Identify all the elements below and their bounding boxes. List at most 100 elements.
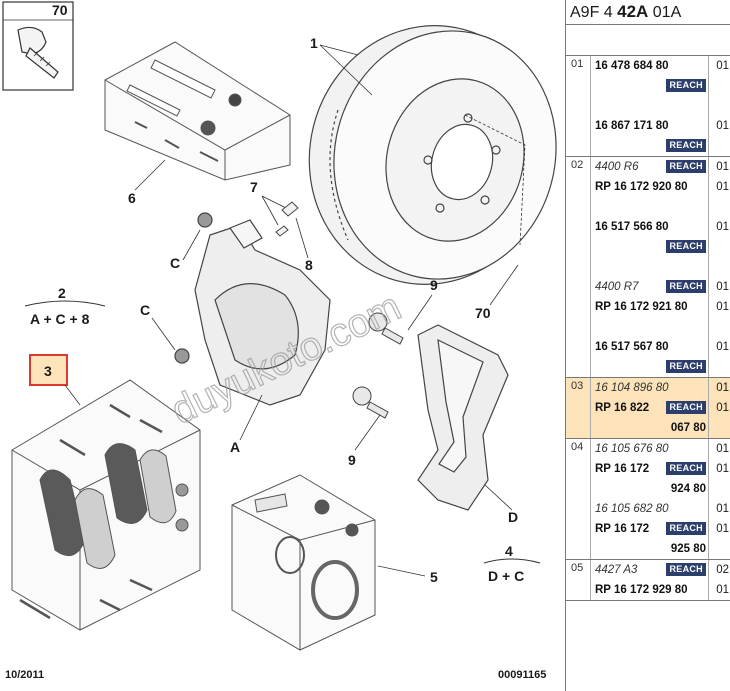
header-prefix: A9F 4 xyxy=(570,4,613,21)
part-row[interactable]: 924 80 xyxy=(591,479,708,499)
part-reference: 925 80 xyxy=(670,543,706,555)
part-row xyxy=(591,317,708,337)
header-suffix: 01A xyxy=(652,4,682,21)
reach-badge: REACH xyxy=(666,462,706,475)
part-quantity: 01 xyxy=(716,503,729,515)
part-reference: 4400 R7 xyxy=(595,281,639,293)
part-quantity: 01 xyxy=(716,443,729,455)
part-quantity: 01 xyxy=(716,181,729,193)
part-quantity: 01 xyxy=(716,221,729,233)
part-quantity: 01 xyxy=(716,120,729,132)
part-reference: 4400 R6 xyxy=(595,161,639,173)
bolts-9 xyxy=(352,312,404,419)
label-7: 7 xyxy=(250,179,258,195)
reach-badge: REACH xyxy=(666,522,706,535)
part-row: REACH xyxy=(591,136,708,156)
part-row: REACH xyxy=(591,76,708,96)
part-quantity: 01 xyxy=(716,382,729,394)
part-quantity: 01 xyxy=(716,161,729,173)
part-row[interactable]: RP 16 172 920 80 01 xyxy=(591,177,729,197)
part-quantity: 01 xyxy=(716,281,729,293)
group-number: 05 xyxy=(571,562,584,574)
label-2: 2 xyxy=(58,285,66,301)
part-reference: RP 16 172 xyxy=(595,523,650,535)
part-row xyxy=(591,257,708,277)
part-reference: RP 16 172 921 80 xyxy=(595,301,688,313)
label-9-bottom: 9 xyxy=(348,452,356,468)
label-c-1: C xyxy=(170,255,180,271)
part-quantity: 01 xyxy=(716,402,729,414)
part-reference: 067 80 xyxy=(670,422,706,434)
group-number: 04 xyxy=(571,441,584,453)
part-row xyxy=(591,197,708,217)
label-6: 6 xyxy=(128,190,136,206)
group-number: 03 xyxy=(571,380,584,392)
part-reference: 16 517 566 80 xyxy=(595,221,669,233)
part-reference: 4427 A3 xyxy=(595,564,638,576)
part-quantity: 01 xyxy=(716,301,729,313)
kit-6-box xyxy=(104,41,291,181)
part-reference: 16 867 171 80 xyxy=(595,120,669,132)
part-row[interactable]: 067 80 xyxy=(591,418,708,438)
part-reference: 16 104 896 80 xyxy=(595,382,669,394)
part-row[interactable]: 16 104 896 80 01 xyxy=(591,378,729,398)
label-1: 1 xyxy=(310,35,318,51)
part-row xyxy=(591,96,708,116)
label-a: A xyxy=(230,439,240,455)
part-reference: 16 105 682 80 xyxy=(595,503,669,515)
part-row[interactable]: 16 867 171 80 01 xyxy=(591,116,729,136)
caliper-a xyxy=(174,212,331,406)
part-row[interactable]: 16 105 676 80 01 xyxy=(591,439,729,459)
equation-4: D + C xyxy=(488,568,524,584)
reach-badge: REACH xyxy=(666,360,706,373)
brake-disc xyxy=(308,25,557,285)
part-row[interactable]: 16 517 566 80 01 xyxy=(591,217,729,237)
reach-badge: REACH xyxy=(666,401,706,414)
part-quantity: 01 xyxy=(716,584,729,596)
part-reference: RP 16 172 920 80 xyxy=(595,181,688,193)
brake-pad-box xyxy=(11,379,201,631)
part-reference: 16 105 676 80 xyxy=(595,443,669,455)
label-3: 3 xyxy=(44,363,52,379)
part-row[interactable]: 925 80 xyxy=(591,539,708,559)
parts-diagram: 70 6 1 70 A C C xyxy=(2,1,557,681)
part-row[interactable]: 16 105 682 80 01 xyxy=(591,499,729,519)
footer-date: 10/2011 xyxy=(5,669,44,681)
reach-badge: REACH xyxy=(666,240,706,253)
part-reference: 924 80 xyxy=(670,483,706,495)
label-70: 70 xyxy=(475,305,491,321)
part-row[interactable]: RP 16 172 921 80 01 xyxy=(591,297,729,317)
part-reference: 16 478 684 80 xyxy=(595,60,669,72)
label-70-box: 70 xyxy=(52,2,68,18)
part-quantity: 01 xyxy=(716,463,729,475)
label-4: 4 xyxy=(505,543,513,559)
part-row[interactable]: RP 16 172 929 80 01 xyxy=(591,580,729,600)
reach-badge: REACH xyxy=(666,139,706,152)
group-number: 02 xyxy=(571,159,584,171)
footer-code: 00091165 xyxy=(498,669,546,681)
label-8: 8 xyxy=(305,257,313,273)
part-reference: RP 16 172 929 80 xyxy=(595,584,688,596)
caliper-bracket-d xyxy=(417,324,509,511)
kit-5-box xyxy=(231,474,376,651)
part-reference: 16 517 567 80 xyxy=(595,341,669,353)
